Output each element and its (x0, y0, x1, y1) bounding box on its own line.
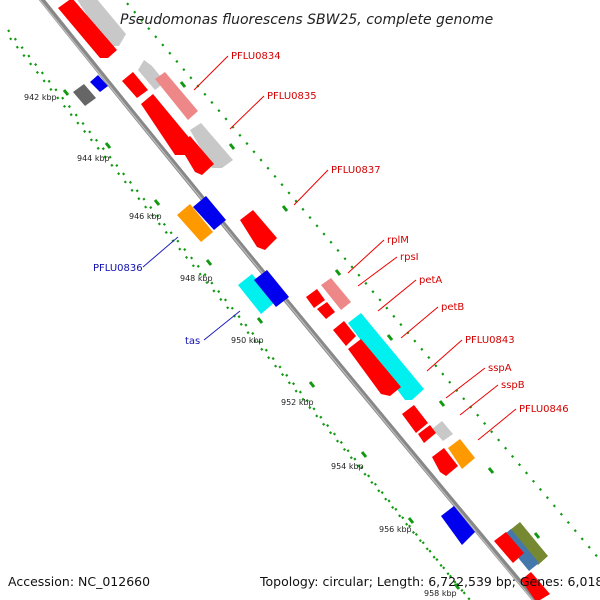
gene-red-sspa[interactable] (418, 425, 436, 443)
gene-red-petb-1[interactable] (333, 321, 356, 346)
label-pflu0836[interactable]: PFLU0836 (93, 263, 143, 274)
gene-blue-small[interactable] (90, 75, 108, 92)
gene-cyan-tas[interactable] (238, 274, 275, 314)
genome-summary-text: Topology: circular; Length: 6,722,539 bp… (259, 574, 600, 589)
label-pflu0837[interactable]: PFLU0837 (331, 165, 381, 176)
tick-mark-956 (407, 517, 415, 524)
leader-tas (203, 310, 241, 341)
gene-grey-3[interactable] (432, 421, 453, 441)
leader-pflu0836 (142, 236, 179, 268)
gene-pink-rplm[interactable] (321, 278, 351, 310)
gene-blue-tas[interactable] (254, 270, 289, 307)
label-rpsi[interactable]: rpsI (400, 252, 419, 263)
leader-pflu0837 (293, 169, 329, 206)
label-pflu0835[interactable]: PFLU0835 (267, 91, 317, 102)
outer-tick (179, 81, 187, 88)
label-rplm[interactable]: rplM (387, 235, 409, 246)
gene-blue-956[interactable] (441, 506, 475, 545)
accession-text: Accession: NC_012660 (8, 574, 150, 589)
outer-tick (487, 467, 495, 474)
label-peta[interactable]: petA (419, 275, 442, 286)
leader-pflu0835 (229, 95, 265, 130)
gene-red-rpsi-a[interactable] (306, 289, 325, 308)
tick-label-950: 950 kbp (231, 336, 264, 345)
outer-ticks (179, 81, 541, 539)
ticks (62, 89, 461, 590)
leader-rplm (347, 239, 385, 274)
leader-pflu0846 (477, 408, 517, 441)
leader-rpsi (357, 256, 398, 287)
gene-blue-pflu0836[interactable] (193, 196, 226, 230)
gene-red-pflu0835-b[interactable] (179, 136, 214, 175)
tick-label-944: 944 kbp (77, 154, 110, 163)
gene-red-pflu0846[interactable] (432, 448, 458, 476)
label-pflu0843[interactable]: PFLU0843 (465, 335, 515, 346)
gene-red-pflu0843[interactable] (402, 405, 428, 433)
tick-label-956: 956 kbp (379, 525, 412, 534)
tick-mark-944 (104, 142, 112, 149)
outer-dotted-ring (122, 0, 600, 561)
outer-tick (386, 334, 394, 341)
outer-tick (533, 532, 541, 539)
map-title: Pseudomonas fluorescens SBW25, complete … (120, 12, 493, 28)
gene-red-bottom-2[interactable] (521, 572, 550, 600)
gene-red-pflu0837[interactable] (240, 210, 277, 250)
tick-mark-950 (256, 317, 264, 324)
leader-lines-right (193, 55, 517, 441)
tick-label-946: 946 kbp (129, 212, 162, 221)
tick-mark-942 (62, 89, 70, 96)
leader-lines-left (142, 236, 241, 341)
gene-cyan-peta[interactable] (348, 313, 424, 400)
tick-label-958: 958 kbp (424, 589, 457, 598)
leader-peta (377, 279, 417, 312)
leader-pflu0834 (193, 55, 229, 91)
label-pflu0834[interactable]: PFLU0834 (231, 51, 281, 62)
leader-pflu0843 (426, 339, 463, 372)
gene-red-top[interactable] (58, 0, 117, 58)
leader-petb (400, 306, 439, 339)
tick-mark-952 (308, 381, 316, 388)
label-tas[interactable]: tas (185, 336, 200, 347)
tick-label-948: 948 kbp (180, 274, 213, 283)
label-pflu0846[interactable]: PFLU0846 (519, 404, 569, 415)
leader-sspa (445, 367, 486, 399)
gene-orange-pflu0836[interactable] (177, 204, 213, 242)
leader-sspb (459, 384, 499, 416)
label-petb[interactable]: petB (441, 302, 464, 313)
gene-red-rpsi-b[interactable] (317, 302, 335, 319)
tick-label-954: 954 kbp (331, 462, 364, 471)
gene-dark-grey[interactable] (73, 84, 96, 106)
outer-tick (228, 143, 236, 150)
gene-orange[interactable] (448, 439, 475, 469)
tick-mark-954 (360, 451, 368, 458)
gene-red-petb-2[interactable] (348, 339, 401, 396)
tick-mark-946 (153, 199, 161, 206)
label-sspb[interactable]: sspB (501, 380, 525, 391)
tick-mark-958 (453, 583, 461, 590)
gene-grey-2[interactable] (190, 123, 233, 168)
gene-grey-top[interactable] (76, 0, 126, 46)
gene-red-bottom-1[interactable] (494, 532, 524, 563)
outer-tick (438, 400, 446, 407)
outer-tick (334, 269, 342, 276)
tick-label-942: 942 kbp (24, 93, 57, 102)
outer-tick (281, 205, 289, 212)
tick-label-952: 952 kbp (281, 398, 314, 407)
tick-mark-948 (205, 259, 213, 266)
gene-red-pflu0835[interactable] (141, 94, 196, 155)
gene-pink-pflu0834[interactable] (155, 72, 198, 120)
gene-green-bottom[interactable] (510, 522, 548, 565)
gene-red-pflu0834-a[interactable] (122, 72, 148, 98)
label-sspa[interactable]: sspA (488, 363, 512, 374)
